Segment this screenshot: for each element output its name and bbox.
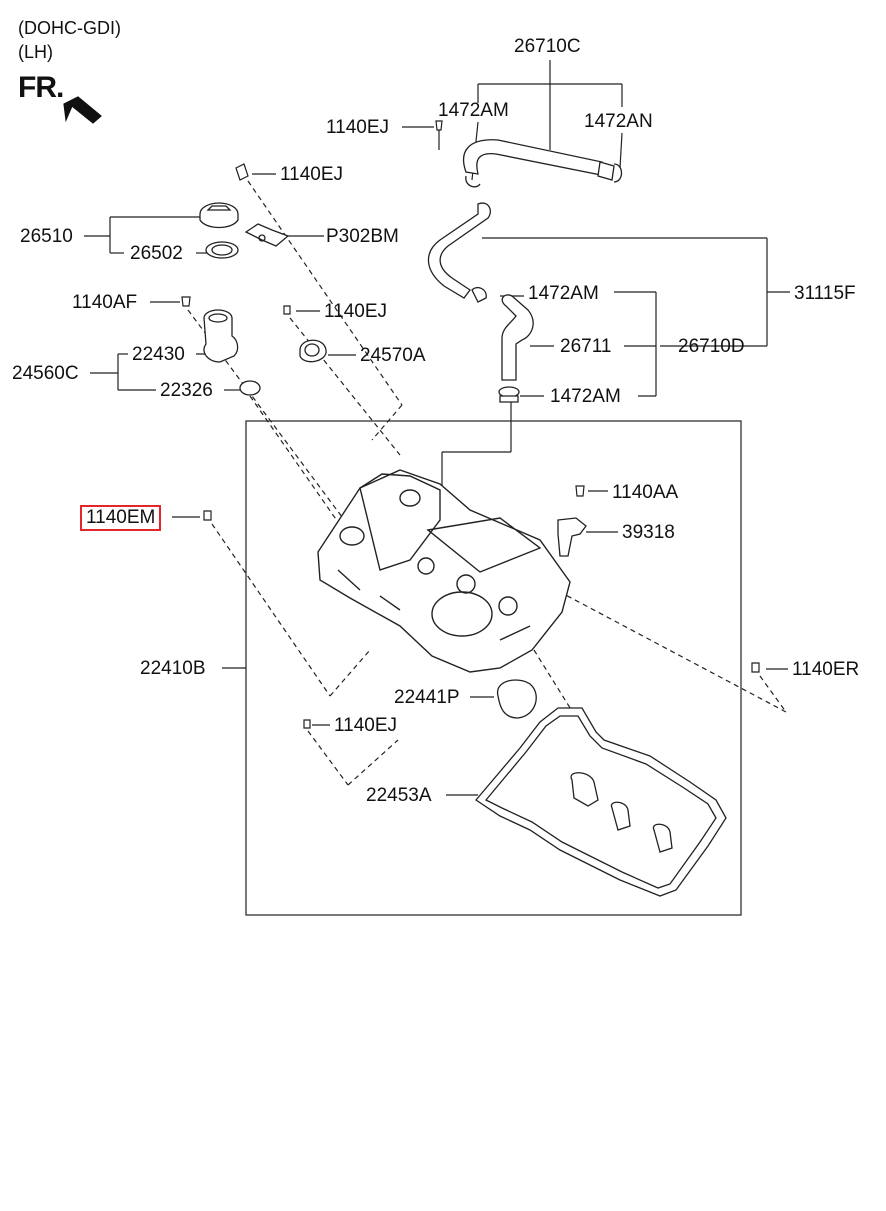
o-ring-22326: [239, 380, 261, 396]
callout-1140ej-mid[interactable]: 1140EJ: [324, 301, 388, 322]
callout-1140ej-cap[interactable]: 1140EJ: [280, 164, 344, 185]
callout-1140ej-low[interactable]: 1140EJ: [334, 715, 398, 736]
leader-lines: [84, 60, 790, 796]
callout-1472am-low[interactable]: 1472AM: [550, 386, 621, 407]
callout-1472am-mid[interactable]: 1472AM: [528, 283, 599, 304]
callout-1140er[interactable]: 1140ER: [792, 659, 860, 680]
pcv-hose-upper: [462, 139, 623, 188]
callout-1140em-highlighted[interactable]: 1140EM: [80, 505, 162, 531]
cam-position-sensor: [557, 517, 587, 557]
bracket-p302bm: [244, 223, 290, 247]
side-label: (LH): [18, 42, 53, 62]
callout-22410b[interactable]: 22410B: [140, 658, 206, 679]
front-direction-label: FR.: [18, 71, 64, 104]
gasket-22453a: [475, 707, 727, 897]
callout-26710c[interactable]: 26710C: [514, 36, 581, 57]
sensor-24570a: [299, 339, 327, 363]
callout-1472am-top[interactable]: 1472AM: [438, 100, 509, 121]
rocker-cover: [317, 469, 571, 673]
callout-24570a[interactable]: 24570A: [360, 345, 426, 366]
callout-p302bm[interactable]: P302BM: [326, 226, 399, 247]
callout-1140ej-hose[interactable]: 1140EJ: [326, 117, 390, 138]
callout-24560c[interactable]: 24560C: [12, 363, 79, 384]
engine-type-label: (DOHC-GDI): [18, 18, 121, 38]
oil-filler-neck: [203, 309, 239, 363]
callout-26502[interactable]: 26502: [130, 243, 183, 264]
callout-26510[interactable]: 26510: [20, 226, 73, 247]
callout-1140aa[interactable]: 1140AA: [612, 482, 679, 503]
front-arrow-icon: [63, 96, 102, 124]
callout-22326[interactable]: 22326: [160, 380, 213, 401]
callout-22453a[interactable]: 22453A: [366, 785, 432, 806]
hose-26711: [498, 294, 534, 403]
callout-26711[interactable]: 26711: [560, 336, 612, 357]
callout-26710d[interactable]: 26710D: [678, 336, 745, 357]
callout-22430[interactable]: 22430: [132, 344, 185, 365]
oil-filler-cap: [199, 202, 239, 229]
callout-39318[interactable]: 39318: [622, 522, 675, 543]
callout-31115f[interactable]: 31115F: [794, 283, 856, 304]
cap-gasket: [205, 241, 239, 259]
gasket-22441p: [497, 679, 537, 719]
breather-hose: [427, 202, 492, 303]
callout-22441p[interactable]: 22441P: [394, 687, 460, 708]
callout-1140af[interactable]: 1140AF: [72, 292, 138, 313]
callout-1472an[interactable]: 1472AN: [584, 111, 653, 132]
bolts: [181, 120, 760, 729]
